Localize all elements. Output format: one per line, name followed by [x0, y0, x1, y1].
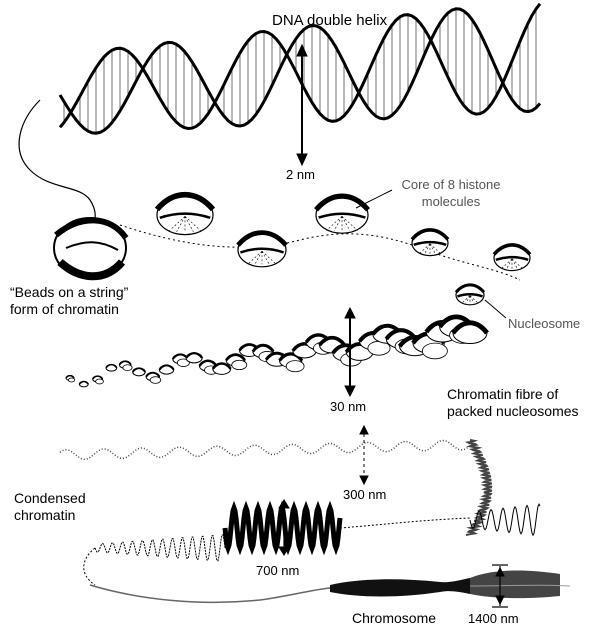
nucleosome-bead	[316, 196, 368, 233]
fibre-nucleosome-stacked	[232, 360, 247, 369]
coil-width-label: 700 nm	[256, 562, 299, 579]
dna-helix-title: DNA double helix	[272, 12, 387, 29]
fibre-nucleosome-stacked	[123, 365, 132, 371]
chromatin-fibre	[66, 317, 487, 387]
beads-on-string-line1: “Beads on a string”	[10, 284, 128, 301]
large-nucleosome	[54, 218, 126, 278]
condensed-chromatin-line1: Condensed	[14, 490, 86, 507]
beads-on-string-line2: form of chromatin	[10, 301, 128, 318]
chromatin-fibre-line2: packed nucleosomes	[447, 403, 579, 420]
nucleosome-bead	[412, 230, 448, 256]
dna-width-label: 2 nm	[286, 166, 315, 183]
condensed-chromatin-line2: chromatin	[14, 507, 86, 524]
chromosome-width-label: 1400 nm	[468, 610, 519, 627]
condensed-chromatin-loop	[60, 440, 492, 535]
histone-core-label: Core of 8 histone molecules	[392, 176, 510, 210]
condensed-fiber-upper	[60, 441, 468, 460]
histone-core-label-line1: Core of 8 histone	[392, 176, 510, 193]
nucleosome-bead	[157, 195, 213, 235]
fibre-nucleosome-stacked	[422, 343, 447, 359]
nucleosome-bead	[494, 245, 530, 271]
chromatin-fibre-label: Chromatin fibre of packed nucleosomes	[447, 386, 579, 420]
fibre-nucleosome-stacked	[286, 361, 304, 372]
nucleosome-beads	[157, 195, 530, 305]
coil-dense-segment	[225, 508, 340, 548]
coil-return	[84, 548, 95, 585]
nucleosome-label: Nucleosome	[508, 315, 580, 332]
beads-on-string-label: “Beads on a string” form of chromatin	[10, 284, 128, 318]
coiled-chromatin	[84, 504, 540, 585]
fibre-nucleosome-stacked	[96, 379, 104, 384]
fibre-nucleosome-stacked	[150, 377, 161, 384]
condensed-width-label: 300 nm	[343, 486, 386, 503]
fibre-nucleosome-stacked	[68, 378, 74, 382]
nucleosome-bead	[456, 285, 484, 305]
chromosome-label: Chromosome	[352, 610, 436, 627]
histone-core-label-line2: molecules	[392, 193, 510, 210]
coil-connector	[340, 518, 470, 528]
fibre-width-label: 30 nm	[330, 398, 366, 415]
coil-light-left	[95, 535, 225, 561]
nucleosome-bead	[238, 233, 286, 267]
chromatin-fibre-line1: Chromatin fibre of	[447, 386, 579, 403]
condensed-chromatin-label: Condensed chromatin	[14, 490, 86, 524]
